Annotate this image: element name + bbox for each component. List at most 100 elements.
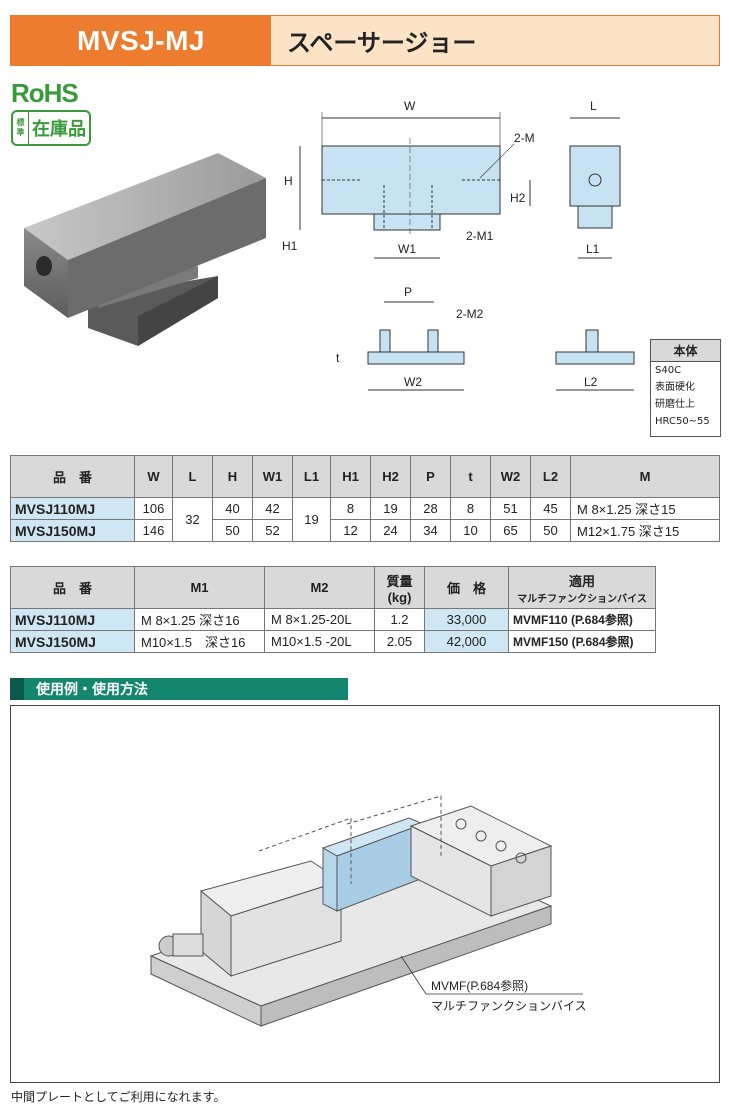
app-sub-label: マルチファンクションバイス — [517, 593, 647, 605]
cell: 24 — [370, 519, 411, 542]
product-code: MVSJ110MJ — [10, 497, 135, 520]
price-cell: 33,000 — [424, 608, 509, 631]
rohs-badge: RoHS — [11, 78, 79, 108]
cell: 2.05 — [374, 630, 425, 653]
mass-label: 質量 — [386, 573, 413, 589]
col-header: M — [570, 455, 720, 498]
cell: 50 — [212, 519, 253, 542]
cell: 8 — [330, 497, 371, 520]
cell: M10×1.5 深さ16 — [134, 630, 265, 653]
col-header: L — [172, 455, 213, 498]
material-line: S40C — [655, 365, 682, 376]
dim-label-w2: W2 — [404, 375, 422, 389]
col-header: L1 — [292, 455, 331, 498]
usage-illustration-frame: MVMF(P.684参照) マルチファンクションバイス — [10, 705, 720, 1083]
cell: 52 — [252, 519, 293, 542]
usage-callout-line2: マルチファンクションバイス — [431, 999, 587, 1013]
table-row: MVSJ110MJ 106 32 40 42 19 8 19 28 8 51 4… — [10, 497, 720, 542]
table-row: MVSJ150MJ 146 50 52 12 24 34 10 65 50 M1… — [10, 519, 720, 542]
cell: 1.2 — [374, 608, 425, 631]
material-line: 表面硬化 — [655, 382, 695, 393]
col-header: W1 — [252, 455, 293, 498]
col-header: 価 格 — [424, 566, 509, 609]
col-header: H1 — [330, 455, 371, 498]
footer-note: 中間プレートとしてご利用になれます。 — [11, 1090, 226, 1104]
col-header: 質量(kg) — [374, 566, 425, 609]
col-header: W — [134, 455, 173, 498]
cell: MVMF110 (P.684参照) — [508, 608, 656, 631]
dim-label-h: H — [284, 174, 293, 188]
title-banner: MVSJ-MJ スペーサージョー — [10, 15, 720, 66]
material-line: HRC50~55 — [655, 416, 710, 427]
col-header: L2 — [530, 455, 571, 498]
product-code: MVSJ150MJ — [10, 630, 135, 653]
dimensions-table: 品 番 W L H W1 L1 H1 H2 P t W2 L2 M MVSJ11… — [10, 455, 720, 542]
material-title: 本体 — [651, 340, 720, 362]
col-header: 品 番 — [10, 455, 135, 498]
product-photo — [24, 153, 266, 346]
dim-label-2m: 2-M — [514, 131, 535, 145]
mass-unit: (kg) — [387, 589, 412, 605]
cell: 8 — [450, 497, 491, 520]
dim-label-2m1: 2-M1 — [466, 229, 494, 243]
dim-label-l2: L2 — [584, 375, 598, 389]
product-code-title: MVSJ-MJ — [11, 16, 271, 65]
cell: M 8×1.25 深さ16 — [134, 608, 265, 631]
cell: 12 — [330, 519, 371, 542]
dim-label-p: P — [404, 285, 412, 299]
material-line: 研磨仕上 — [655, 399, 695, 410]
usage-illustration: MVMF(P.684参照) マルチファンクションバイス — [149, 795, 587, 1027]
cell: MVMF150 (P.684参照) — [508, 630, 656, 653]
cell: 40 — [212, 497, 253, 520]
dimension-drawing: W H H1 W1 2-M 2-M1 L L1 H2 P 2-M2 t W2 L… — [282, 99, 635, 391]
cell: M 8×1.25-20L — [264, 608, 375, 631]
dim-label-2m2: 2-M2 — [456, 307, 484, 321]
material-box: 本体 S40C 表面硬化 研磨仕上 HRC50~55 — [650, 339, 721, 437]
cell: M10×1.5 -20L — [264, 630, 375, 653]
cell: 28 — [410, 497, 451, 520]
usage-callout-line1: MVMF(P.684参照) — [431, 978, 528, 993]
stock-badge-small: 標準 — [13, 112, 29, 144]
dim-label-w1: W1 — [398, 242, 416, 256]
section-header: 使用例・使用方法 — [10, 678, 348, 700]
col-header: 品 番 — [10, 566, 135, 609]
cell: 45 — [530, 497, 571, 520]
dim-label-h1: H1 — [282, 239, 298, 253]
dim-label-w: W — [404, 99, 416, 113]
product-code: MVSJ110MJ — [10, 608, 135, 631]
table-row: MVSJ150MJ M10×1.5 深さ16 M10×1.5 -20L 2.05… — [10, 630, 656, 653]
table-row: MVSJ110MJ M 8×1.25 深さ16 M 8×1.25-20L 1.2… — [10, 608, 656, 631]
col-header: M2 — [264, 566, 375, 609]
cell: 34 — [410, 519, 451, 542]
col-header: P — [410, 455, 451, 498]
stock-badge: 標準 在庫品 — [11, 110, 91, 146]
col-header: t — [450, 455, 491, 498]
cell: 146 — [134, 519, 173, 542]
cell: 42 — [252, 497, 293, 520]
cell: 10 — [450, 519, 491, 542]
col-header: H — [212, 455, 253, 498]
cell: 19 — [370, 497, 411, 520]
cell: 51 — [490, 497, 531, 520]
cell: 65 — [490, 519, 531, 542]
dim-label-h2: H2 — [510, 191, 526, 205]
cell: 32 — [172, 497, 213, 542]
app-label: 適用 — [568, 573, 595, 589]
specs-table: 品 番 M1 M2 質量(kg) 価 格 適用マルチファンクションバイス MVS… — [10, 566, 656, 653]
col-header: H2 — [370, 455, 411, 498]
cell: 106 — [134, 497, 173, 520]
section-title: 使用例・使用方法 — [36, 682, 148, 698]
col-header: 適用マルチファンクションバイス — [508, 566, 656, 609]
stock-badge-label: 在庫品 — [32, 119, 86, 140]
dim-label-t: t — [336, 351, 340, 365]
cell: 19 — [292, 497, 331, 542]
cell: 50 — [530, 519, 571, 542]
section-marker — [10, 678, 24, 700]
cell: M12×1.75 深さ15 — [570, 519, 720, 542]
cell: M 8×1.25 深さ15 — [570, 497, 720, 520]
col-header: M1 — [134, 566, 265, 609]
dim-label-l1: L1 — [586, 242, 600, 256]
product-name-title: スペーサージョー — [287, 29, 477, 57]
col-header: W2 — [490, 455, 531, 498]
dim-label-l: L — [590, 99, 597, 113]
